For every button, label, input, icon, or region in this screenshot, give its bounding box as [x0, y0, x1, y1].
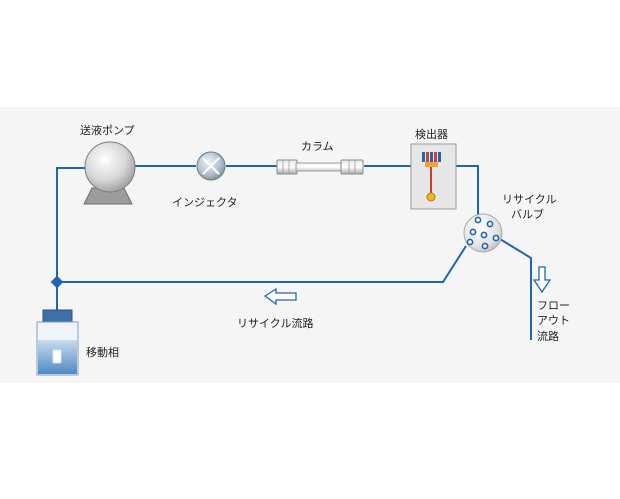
flow-out-label-line2: アウト	[537, 314, 570, 327]
column-icon	[276, 159, 364, 175]
detector-label: 検出器	[415, 127, 448, 141]
mobile-phase-label: 移動相	[86, 345, 119, 359]
flow-out-label-line1: フロー	[537, 299, 570, 312]
recycle-valve-label-line2: バルブ	[511, 207, 544, 221]
pump-label: 送液ポンプ	[80, 123, 135, 137]
flow-out-arrow-icon	[532, 266, 552, 294]
column-label: カラム	[301, 140, 334, 153]
flow-out-label-line3: 流路	[537, 329, 559, 343]
mobile-phase-bottle-icon	[36, 309, 79, 376]
line-reservoir-to-pump	[56, 167, 87, 325]
recycle-valve-label-line1: リサイクル	[502, 193, 556, 206]
pump-icon	[83, 141, 136, 205]
flow-lines	[50, 165, 532, 340]
recycle-valve-icon	[463, 213, 503, 253]
detector-icon	[410, 143, 457, 210]
recycle-path-label: リサイクル流路	[237, 316, 313, 330]
injector-icon	[196, 151, 226, 181]
junction-node	[50, 275, 64, 289]
line-detector-to-valve	[446, 165, 479, 218]
line-recycle-return	[57, 245, 467, 283]
injector-label: インジェクタ	[172, 196, 238, 209]
recycle-arrow-icon	[263, 287, 297, 306]
line-flow-out	[499, 238, 532, 340]
